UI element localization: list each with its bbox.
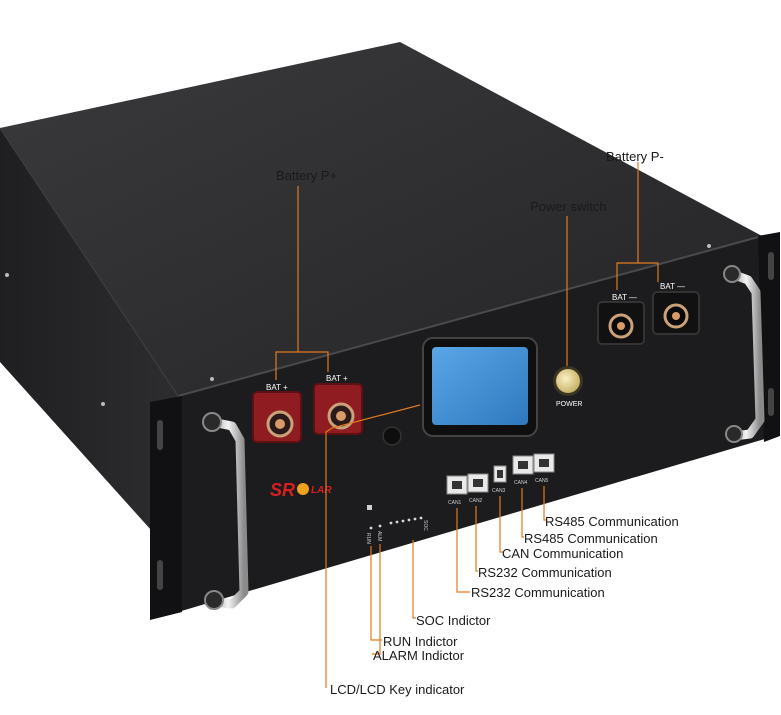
negative-terminal-2	[652, 291, 700, 335]
svg-text:SR: SR	[270, 480, 295, 500]
callout-rs485-2: RS485 Communication	[524, 531, 658, 546]
callout-battery-p-plus: Battery P+	[276, 168, 338, 183]
lcd-key-button[interactable]	[382, 426, 402, 446]
lcd-screen	[422, 337, 538, 437]
positive-terminal-2	[313, 383, 363, 435]
callout-line-rs232-2	[456, 508, 470, 593]
callout-alarm: ALARM Indictor	[373, 648, 465, 663]
svg-text:LAR: LAR	[311, 485, 332, 496]
can-ports	[446, 453, 555, 495]
negative-terminal-1	[597, 301, 645, 345]
brand-logo: SR LAR	[270, 480, 332, 500]
callout-line-lcd	[325, 404, 421, 688]
can5-label: CAN5	[535, 478, 549, 484]
callout-rs232-2: RS232 Communication	[471, 585, 605, 600]
callout-soc: SOC Indictor	[416, 613, 491, 628]
indicator-leds	[369, 516, 423, 530]
chassis-top	[0, 42, 762, 396]
bat-pos-label-2: BAT +	[326, 374, 348, 383]
alarm-led-label: ALM	[376, 531, 382, 541]
chassis-side	[0, 128, 178, 560]
power-button[interactable]	[553, 366, 583, 396]
callout-battery-p-minus: Battery P-	[606, 149, 664, 164]
bat-neg-label-1: BAT —	[612, 293, 637, 302]
callout-line-soc	[412, 540, 416, 619]
bat-pos-label-1: BAT +	[266, 383, 288, 392]
can3-label: CAN3	[492, 488, 506, 494]
run-led-label: RUN	[365, 533, 371, 544]
callout-can: CAN Communication	[502, 546, 624, 561]
callout-lines	[275, 162, 659, 688]
can2-label: CAN2	[469, 498, 483, 504]
positive-terminal-1	[252, 391, 302, 443]
callout-rs485-1: RS485 Communication	[545, 514, 679, 529]
callout-line-alarm	[372, 544, 381, 655]
callout-line-rs485-1	[543, 486, 546, 521]
right-handle	[723, 265, 765, 443]
power-label: POWER	[556, 401, 582, 408]
callout-line-run	[370, 546, 382, 641]
callout-rs232-1: RS232 Communication	[478, 565, 612, 580]
callout-line-can	[499, 496, 503, 553]
can1-label: CAN1	[448, 500, 462, 506]
callout-line-rs232-1	[475, 506, 478, 572]
reset-indicator	[367, 505, 372, 510]
callout-line-rs485-2	[521, 488, 524, 538]
bat-neg-label-2: BAT —	[660, 282, 685, 291]
callout-power-switch: Power switch	[530, 199, 607, 214]
left-rack-ear	[150, 396, 182, 620]
can4-label: CAN4	[514, 480, 528, 486]
callout-run: RUN Indictor	[383, 634, 458, 649]
soc-led-label: SOC	[422, 520, 428, 531]
left-handle	[202, 412, 249, 610]
callout-lcd: LCD/LCD Key indicator	[330, 682, 465, 697]
